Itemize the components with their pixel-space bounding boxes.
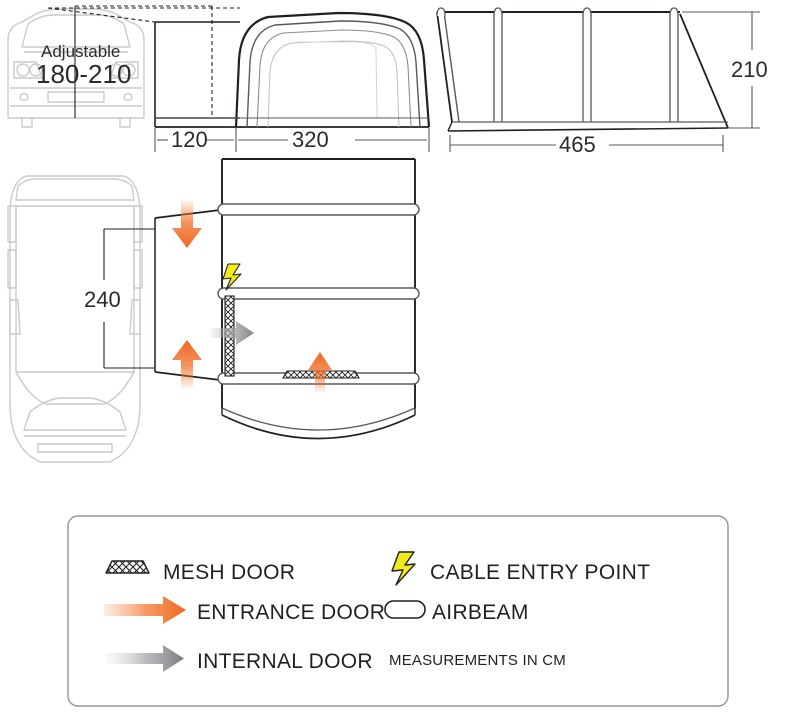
awning-side-elevation <box>436 7 729 132</box>
entrance-door-arrow-front <box>308 352 332 392</box>
dim-label-120: 120 <box>171 127 208 152</box>
entrance-door-arrow-down <box>172 200 202 248</box>
awning-front-elevation <box>47 7 431 128</box>
cable-entry-bolt-icon <box>391 551 416 586</box>
airbeam-plan-2 <box>217 287 420 300</box>
internal-door-arrow-right <box>210 321 254 345</box>
adjustable-height-leaders <box>74 5 213 118</box>
adjustable-range-label: 180-210 <box>36 59 131 89</box>
airbeam-icon <box>384 600 426 619</box>
legend-label-mesh-door: MESH DOOR <box>163 561 295 584</box>
entrance-door-arrow-up <box>172 340 202 388</box>
side-elevation-height-dimension <box>682 11 760 129</box>
legend-label-internal-door: INTERNAL DOOR <box>197 650 373 673</box>
legend-label-airbeam: AIRBEAM <box>432 601 529 624</box>
dim-label-320: 320 <box>292 127 329 152</box>
awning-plan-view <box>154 158 420 440</box>
cable-entry-bolt-plan <box>222 263 242 291</box>
plan-opening-dimension <box>103 228 155 369</box>
van-front-outline <box>7 8 145 128</box>
legend-footnote-measurements: MEASUREMENTS IN CM <box>389 652 566 669</box>
front-elevation-dimension-line <box>154 128 430 152</box>
dim-label-465: 465 <box>559 132 596 157</box>
dim-label-210: 210 <box>731 57 768 82</box>
adjustable-label: Adjustable <box>41 42 120 61</box>
mesh-door-icon <box>105 560 150 574</box>
car-plan-outline <box>7 175 143 463</box>
internal-door-arrow-icon <box>106 645 184 672</box>
legend-label-cable-entry: CABLE ENTRY POINT <box>430 561 650 584</box>
entrance-door-arrow-icon <box>104 596 186 624</box>
dim-label-240: 240 <box>84 287 121 312</box>
side-elevation-length-dimension <box>449 135 724 152</box>
airbeam-plan-1 <box>217 203 420 216</box>
legend-label-entrance-door: ENTRANCE DOOR <box>197 601 385 624</box>
